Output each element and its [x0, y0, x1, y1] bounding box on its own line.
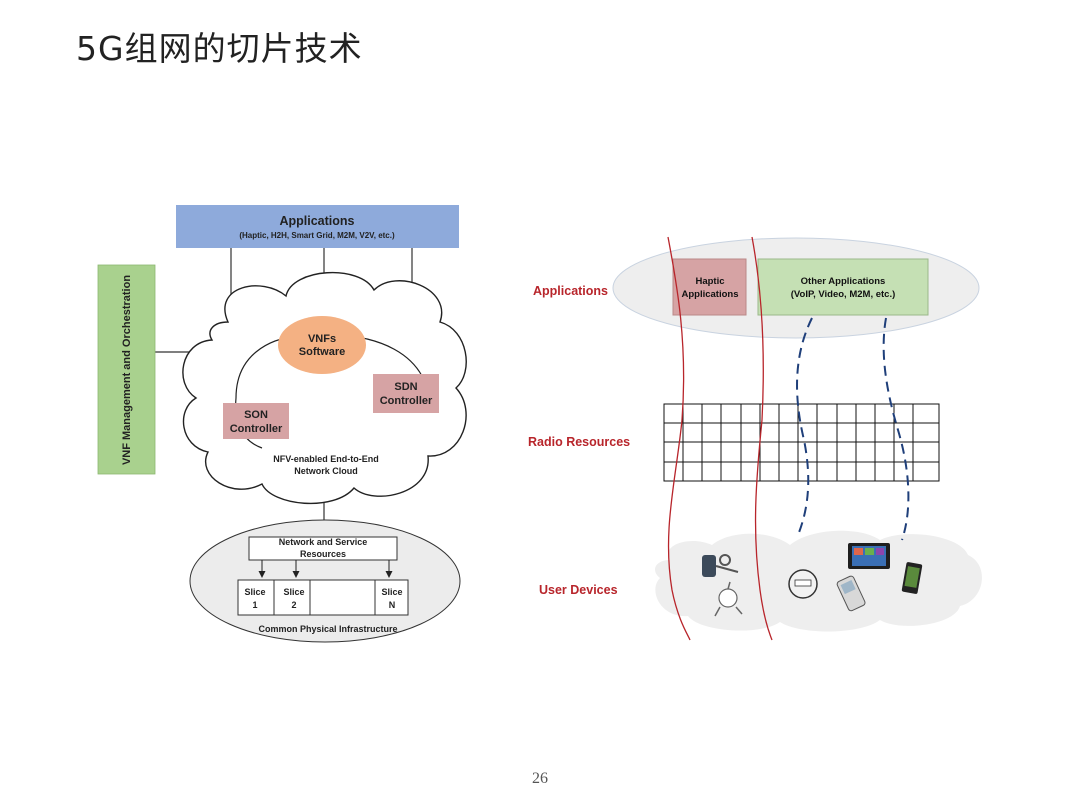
haptic-line2: Applications: [681, 289, 738, 300]
other-apps-line2: (VoIP, Video, M2M, etc.): [791, 289, 896, 300]
user-devices-cloud: [655, 530, 982, 632]
dashed-link-2: [882, 317, 910, 541]
slice-boundary-right: [751, 236, 773, 641]
other-applications-box: [757, 258, 929, 316]
sdn-line1: SDN: [394, 381, 417, 393]
slice-boundary-left: [667, 236, 691, 641]
tablet-icon: [848, 543, 890, 569]
infrastructure-label: Common Physical Infrastructure: [258, 624, 397, 634]
vnfs-line2: Software: [299, 346, 345, 358]
sdn-controller-box: [373, 374, 439, 413]
slide-title: 5G组网的切片技术: [76, 29, 363, 68]
slice-2-line1: Slice: [283, 587, 304, 597]
headset-icon: [702, 554, 739, 577]
slice-n-line1: Slice: [381, 587, 402, 597]
resources-box: [248, 536, 398, 561]
vnf-mano-box: [97, 264, 156, 475]
applications-box: [176, 205, 459, 248]
dashed-link-1: [796, 317, 813, 536]
vnfs-line1: VNFs: [308, 333, 336, 345]
radio-resource-grid: [663, 403, 940, 482]
vnf-mano-label: VNF Management and Orchestration: [121, 275, 133, 465]
cloud-caption-line2: Network Cloud: [294, 466, 358, 476]
cloud-caption-line1: NFV-enabled End-to-End: [273, 454, 379, 464]
haptic-line1: Haptic: [695, 276, 724, 287]
left-diagram: Applications (Haptic, H2H, Smart Grid, M…: [97, 205, 467, 643]
son-line1: SON: [244, 409, 268, 421]
son-controller-box: [223, 403, 289, 439]
slices-row: [237, 579, 409, 616]
robot-arm-icon: [714, 581, 743, 617]
right-diagram: Haptic Applications Other Applications (…: [528, 236, 982, 641]
layer-label-devices: User Devices: [539, 583, 618, 597]
haptic-applications-box: [672, 258, 747, 316]
layer-label-applications: Applications: [533, 284, 608, 298]
resources-line1: Network and Service: [279, 537, 368, 547]
son-line2: Controller: [230, 423, 283, 435]
slice-2-line2: 2: [291, 600, 296, 610]
vnfs-software: [278, 316, 366, 374]
layer-label-radio: Radio Resources: [528, 435, 630, 449]
other-apps-line1: Other Applications: [801, 276, 886, 287]
network-cloud: [182, 271, 467, 505]
phone-icon: [836, 575, 866, 612]
page-number: 26: [532, 770, 548, 787]
slice-1-line2: 1: [252, 600, 257, 610]
resources-line2: Resources: [300, 549, 346, 559]
slice-n-line2: N: [389, 600, 396, 610]
slice-1-line1: Slice: [244, 587, 265, 597]
applications-title: Applications: [279, 214, 354, 228]
slice-arrows: [258, 560, 393, 578]
smartphone-icon: [901, 562, 923, 594]
smart-meter-icon: [788, 569, 818, 599]
applications-subtitle: (Haptic, H2H, Smart Grid, M2M, V2V, etc.…: [239, 231, 395, 240]
sdn-line2: Controller: [380, 395, 433, 407]
